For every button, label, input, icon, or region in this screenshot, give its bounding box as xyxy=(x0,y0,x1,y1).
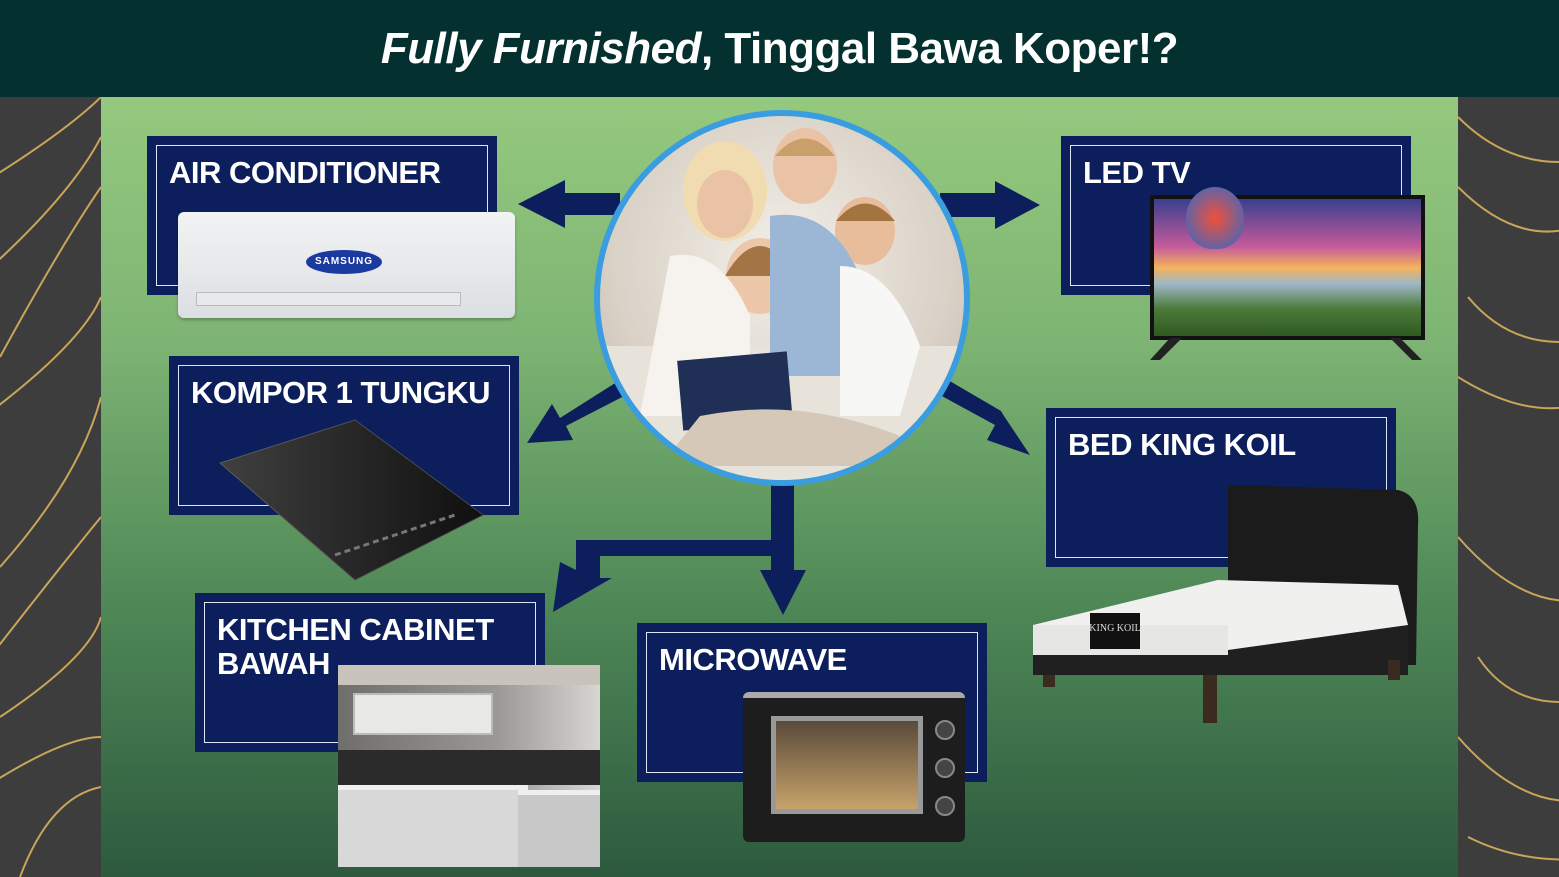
gold-leaf-pattern xyxy=(1458,116,1559,861)
balloon-icon xyxy=(1186,187,1244,249)
card-label: KOMPOR 1 TUNGKU xyxy=(191,375,491,410)
oven-knob xyxy=(935,720,955,740)
induction-stove-image xyxy=(218,419,484,581)
base-cabinet xyxy=(338,785,528,867)
arrow-to-ac xyxy=(518,180,620,228)
card-label: AIR CONDITIONER xyxy=(169,155,441,190)
oven-knob xyxy=(935,796,955,816)
arrow-to-bed xyxy=(940,380,1030,455)
arrow-to-kitchen xyxy=(553,540,771,612)
card-label: LED TV xyxy=(1083,155,1191,190)
king-koil-logo: KING KOIL xyxy=(1089,623,1140,634)
card-label: KITCHEN CABINET BAWAH xyxy=(217,612,494,681)
kitchen-ceiling xyxy=(338,665,600,685)
title-italic: Fully Furnished xyxy=(380,23,702,73)
wall-cabinet xyxy=(353,693,493,735)
left-decor-panel xyxy=(0,97,101,877)
bed-image: KING KOIL xyxy=(1033,485,1419,723)
corner-cabinet xyxy=(518,790,600,867)
tv-screen xyxy=(1154,187,1421,336)
arrow-to-stove xyxy=(527,380,628,443)
tv-stand xyxy=(1150,338,1422,360)
microwave-oven-image xyxy=(743,692,965,842)
slide-title: Fully Furnished, Tinggal Bawa Koper!? xyxy=(380,23,1179,74)
arrow-down-trunk xyxy=(760,485,806,615)
ac-vent xyxy=(196,292,461,306)
family-photo xyxy=(594,110,970,486)
card-label: BED KING KOIL xyxy=(1068,427,1296,462)
slide-header: Fully Furnished, Tinggal Bawa Koper!? xyxy=(0,0,1559,97)
gold-leaf-pattern xyxy=(0,97,101,877)
card-label: MICROWAVE xyxy=(659,642,847,677)
card-border xyxy=(1055,417,1387,558)
title-rest: , Tinggal Bawa Koper!? xyxy=(700,23,1179,73)
oven-knob xyxy=(935,758,955,778)
air-conditioner-image: SAMSUNG xyxy=(178,212,515,318)
samsung-logo: SAMSUNG xyxy=(306,250,382,274)
backsplash xyxy=(338,750,600,785)
led-tv-image xyxy=(1150,187,1425,340)
right-decor-panel xyxy=(1458,97,1559,877)
kitchen-cabinet-image xyxy=(338,665,600,867)
oven-window xyxy=(771,716,923,814)
arrow-to-tv xyxy=(940,181,1040,229)
family-illustration xyxy=(600,128,964,480)
